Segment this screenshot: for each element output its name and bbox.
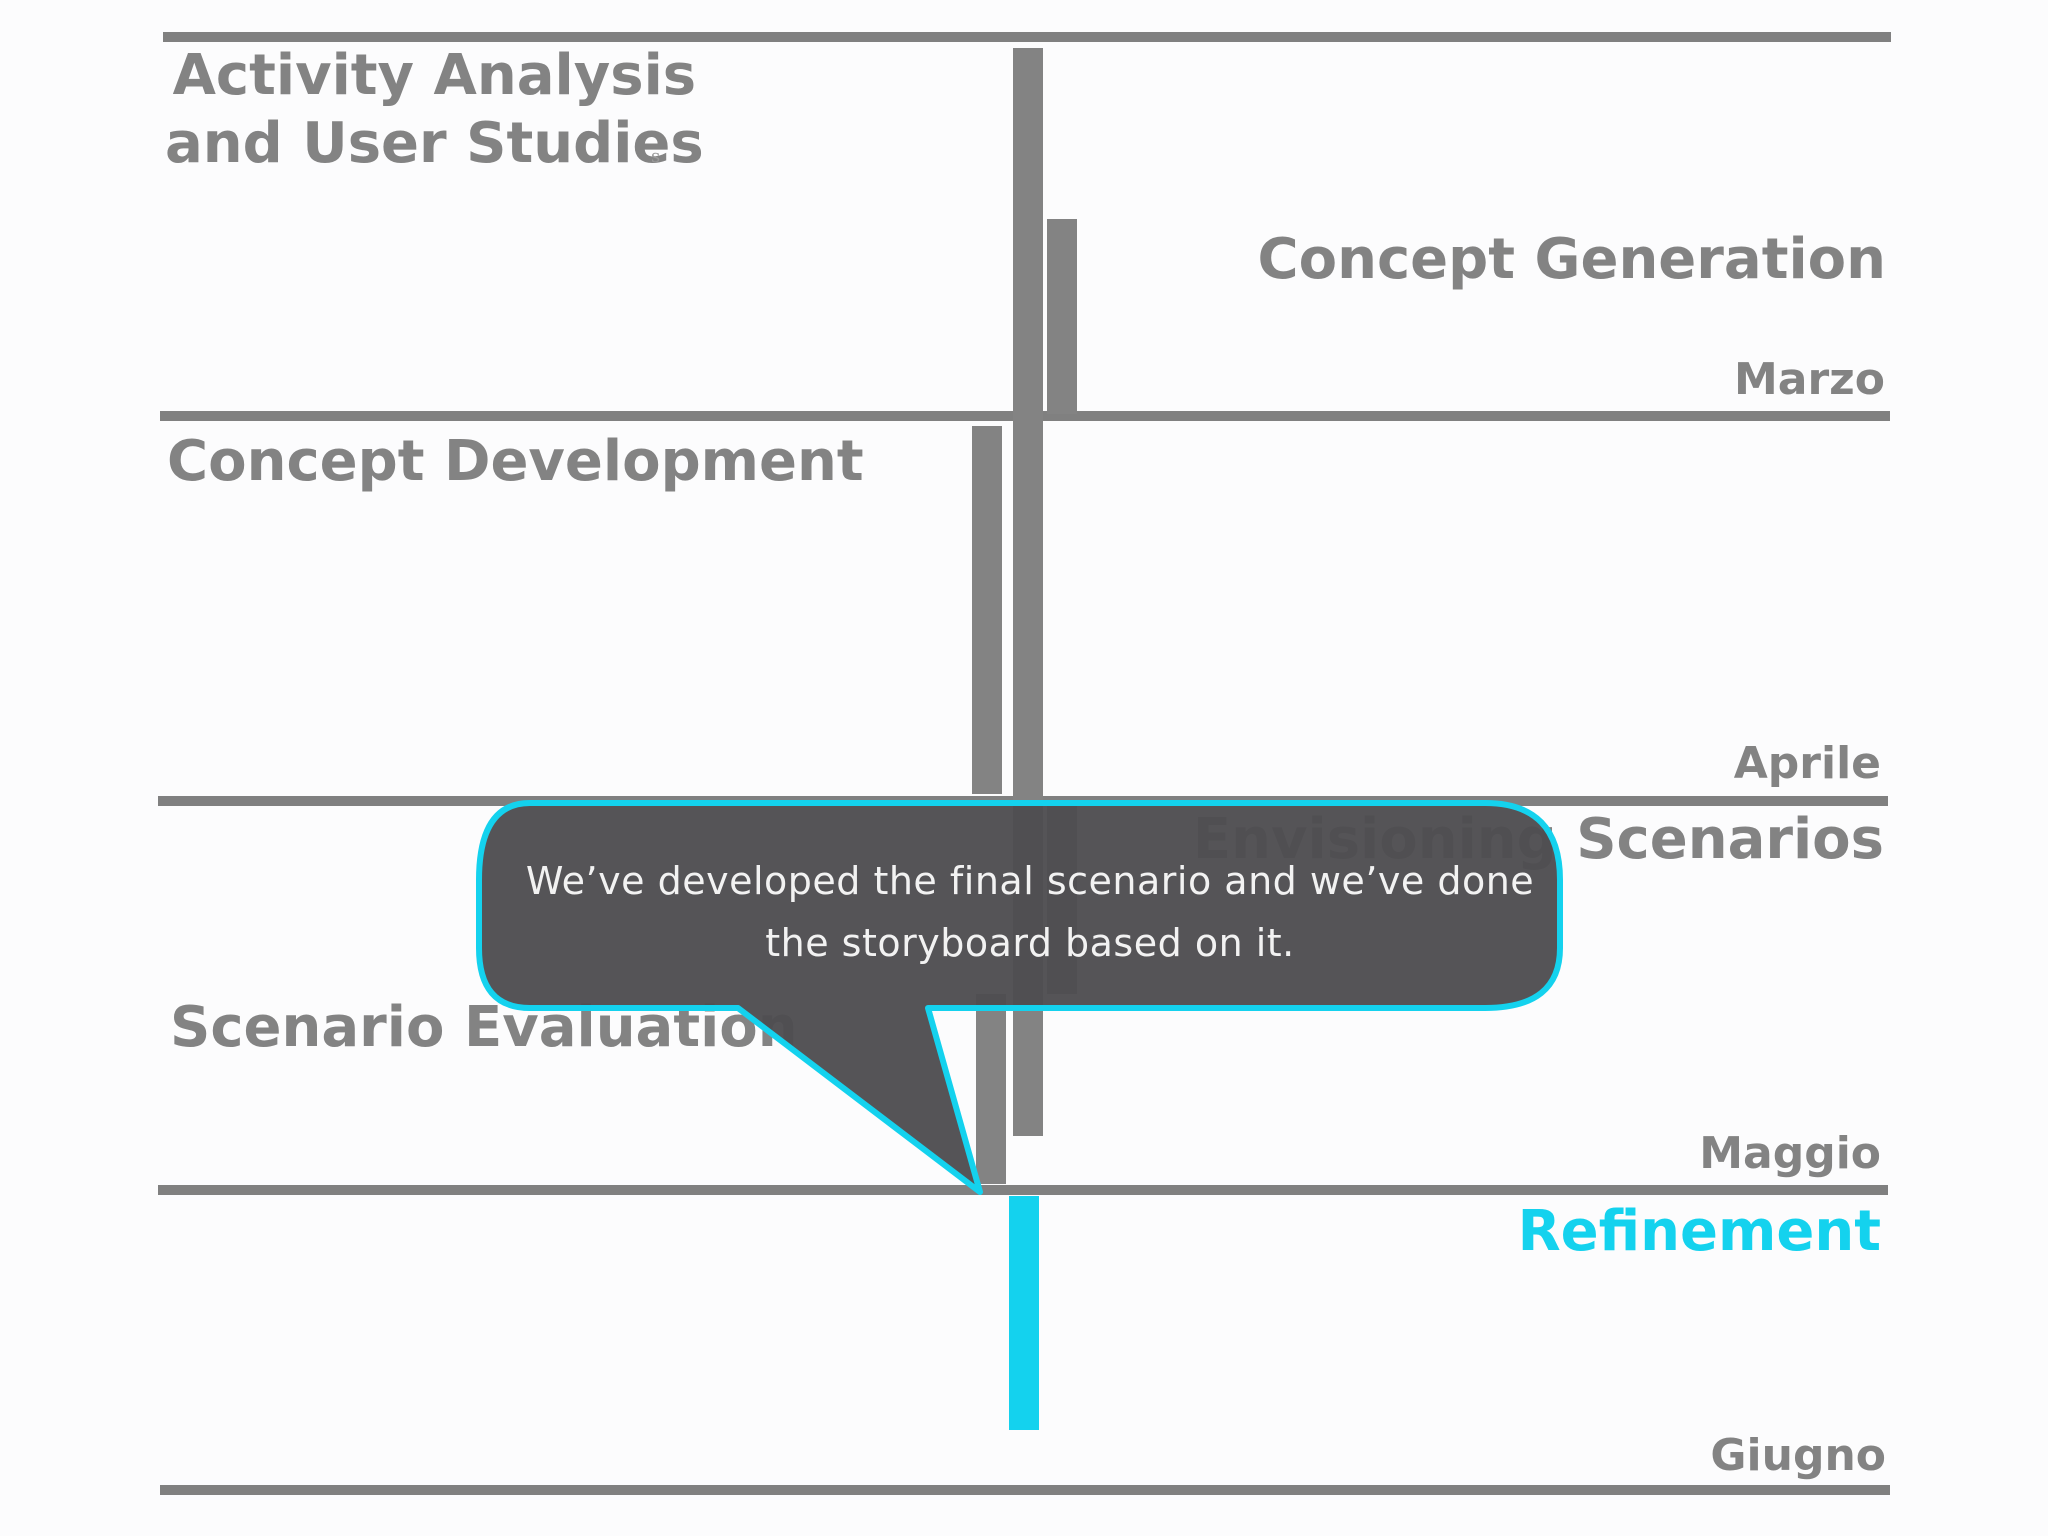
bar-concept-generation [1047, 219, 1077, 414]
month-label-march: Marzo [1733, 354, 1885, 405]
phase-label-scenario-evaluation: Scenario Evaluation [170, 995, 798, 1060]
callout-text: We’ve developed the final scenario and w… [525, 859, 1535, 965]
bar-scenario-evaluation [976, 994, 1006, 1184]
phase-label-concept-generation: Concept Generation [1257, 227, 1886, 292]
separator-top [163, 32, 1891, 42]
phase-label-concept-development: Concept Development [167, 429, 864, 494]
month-label-june: Giugno [1710, 1430, 1886, 1481]
phase-label-refinement: Refinement [1517, 1199, 1881, 1264]
bar-concept-development [972, 426, 1002, 794]
separator-may [158, 1185, 1888, 1195]
month-label-may: Maggio [1699, 1128, 1881, 1179]
month-label-april: Aprile [1733, 738, 1881, 789]
bar-refinement [1009, 1196, 1039, 1430]
separator-june [160, 1485, 1890, 1495]
phase-label-activity-analysis: Activity Analysis and User Studies [165, 43, 704, 176]
stray-glyph: s [651, 146, 661, 167]
